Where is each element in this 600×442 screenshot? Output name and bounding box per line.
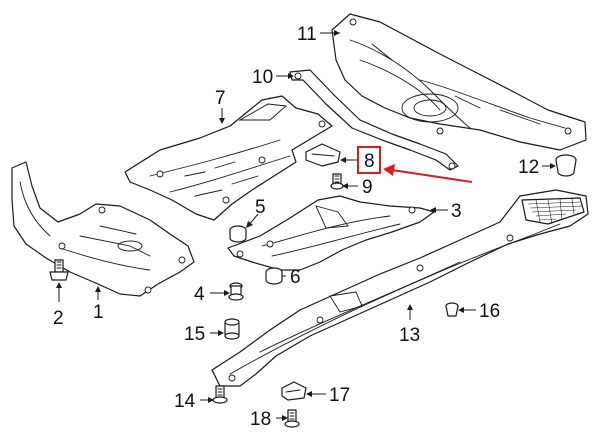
part-10-brace	[289, 69, 459, 171]
highlight-arrow	[383, 164, 473, 183]
part-2-stud	[49, 259, 69, 281]
callout-2: 2	[53, 308, 64, 329]
callout-13: 13	[399, 325, 420, 346]
part-5-plug	[229, 225, 247, 243]
part-11-rear-shield	[331, 13, 587, 151]
callout-17: 17	[329, 385, 350, 406]
callout-5: 5	[255, 197, 266, 218]
part-13-mesh-vent	[521, 197, 585, 225]
part-18-bolt	[284, 409, 300, 428]
part-13-side-panel	[211, 189, 589, 387]
callout-4: 4	[194, 284, 205, 305]
callout-labels: 11 10 7 8 9 12 5 3 6 4 2 1 16 13 15 14 1…	[53, 24, 539, 430]
part-15-plug	[224, 318, 240, 340]
callout-11: 11	[297, 24, 317, 45]
callout-8: 8	[364, 151, 375, 172]
part-4-clip	[228, 282, 244, 301]
part-17-bracket	[281, 381, 307, 401]
callout-9: 9	[362, 177, 373, 198]
part-9-bolt	[330, 173, 344, 190]
part-12-cap	[555, 154, 577, 177]
callout-6: 6	[290, 267, 301, 288]
callout-18: 18	[250, 409, 271, 430]
callout-3: 3	[451, 201, 462, 222]
part-6-nut	[265, 267, 283, 285]
callout-1: 1	[93, 302, 104, 323]
highlight-box	[357, 146, 381, 174]
leader-lines	[56, 30, 556, 421]
callout-10: 10	[252, 67, 273, 88]
part-8-bracket	[305, 143, 341, 167]
part-14-bolt	[212, 385, 228, 404]
callout-15: 15	[184, 324, 205, 345]
part-7-center-shield	[124, 95, 333, 221]
callout-7: 7	[215, 88, 226, 109]
callout-12: 12	[518, 157, 539, 178]
part-16-clip	[445, 302, 459, 317]
callout-16: 16	[479, 301, 500, 322]
callout-14: 14	[174, 391, 196, 412]
